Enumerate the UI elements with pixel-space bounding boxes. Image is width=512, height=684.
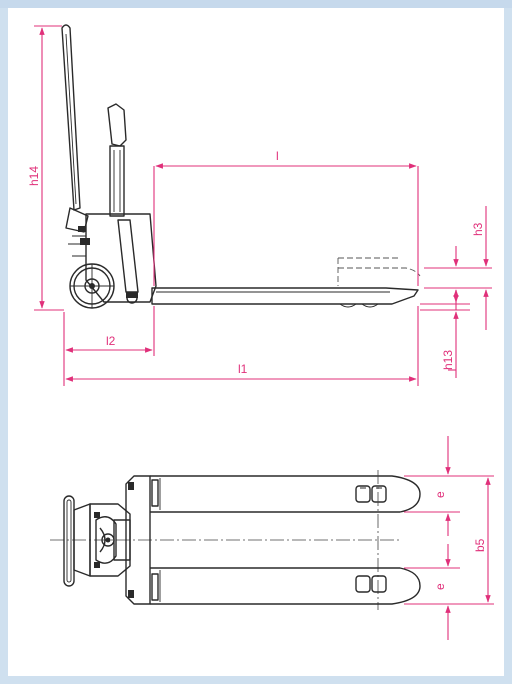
- e-top-label: e: [433, 491, 447, 498]
- l-label: l: [276, 149, 279, 163]
- steering-wheel: [69, 263, 115, 309]
- dim-l2: l2: [63, 306, 155, 386]
- dim-b5: b5: [473, 477, 491, 603]
- dim-l1: l1: [65, 306, 419, 386]
- chassis-block: [68, 213, 157, 304]
- top-pump-assembly: [89, 503, 131, 577]
- dim-e-top: e: [404, 436, 494, 536]
- side-fork: [151, 257, 421, 308]
- e-bottom-label: e: [433, 583, 447, 590]
- dim-h3: h3: [424, 206, 492, 330]
- l2-label: l2: [106, 334, 116, 348]
- top-view: e e b5: [50, 436, 494, 640]
- top-fork-upper: [150, 470, 421, 610]
- h14-label: h14: [27, 166, 41, 186]
- pump-column: [107, 103, 127, 217]
- tiller-handle: [61, 24, 89, 233]
- b5-label: b5: [473, 538, 487, 552]
- h3-label: h3: [471, 222, 485, 236]
- h13-label: h13: [441, 350, 455, 370]
- top-fork-lower: [150, 567, 421, 605]
- side-view: h14 l h3 h13: [27, 24, 492, 386]
- dim-e-bottom: e: [404, 544, 494, 640]
- top-steering-wheel: [63, 495, 91, 587]
- dim-l: l: [153, 149, 419, 286]
- dim-h14: h14: [27, 25, 64, 311]
- dim-h13: h13: [420, 290, 470, 378]
- l1-label: l1: [238, 362, 248, 376]
